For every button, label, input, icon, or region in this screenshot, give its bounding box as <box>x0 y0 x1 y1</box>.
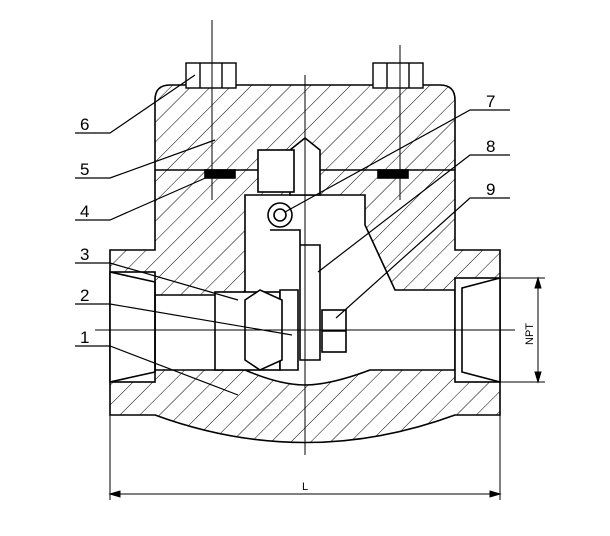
callout-5: 5 <box>80 160 89 179</box>
centerlines <box>95 20 515 455</box>
dimension-length <box>108 415 502 500</box>
callout-8: 8 <box>486 137 495 156</box>
callout-9: 9 <box>486 180 495 199</box>
npt-label: NPT <box>524 323 536 345</box>
callout-6: 6 <box>80 115 89 134</box>
callout-7: 7 <box>486 92 495 111</box>
callout-2: 2 <box>80 286 89 305</box>
callout-4: 4 <box>80 202 89 221</box>
callout-3: 3 <box>80 245 89 264</box>
length-label: L <box>302 481 308 493</box>
callout-1: 1 <box>80 328 89 347</box>
dimension-npt <box>500 276 545 384</box>
bolt-right <box>372 62 424 89</box>
callout-leaders <box>75 74 510 396</box>
